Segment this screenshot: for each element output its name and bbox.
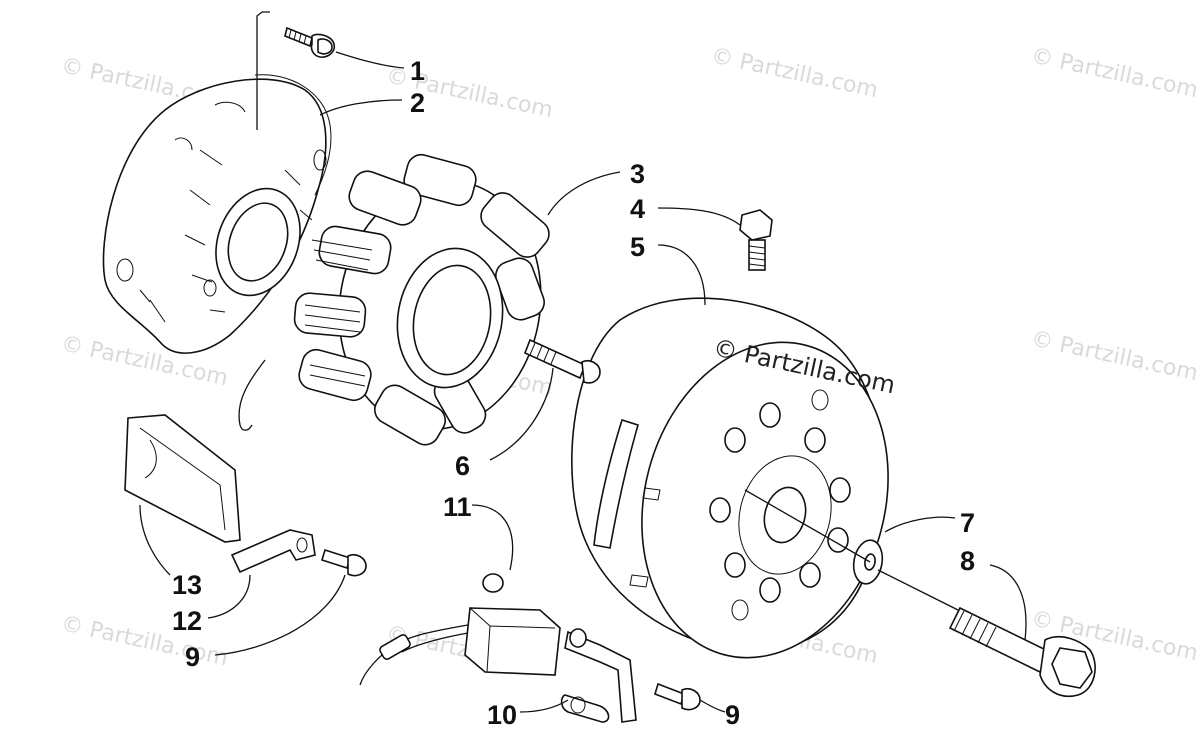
callout-1: 1 <box>410 56 425 86</box>
stator-icon <box>238 153 550 446</box>
callout-12: 12 <box>172 606 202 636</box>
watermark-text: © Partzilla.com <box>1029 43 1200 103</box>
stator-cover-icon <box>102 74 332 354</box>
bolt-icon <box>523 338 601 384</box>
callout-3: 3 <box>630 159 645 189</box>
callout-labels: 1 2 3 4 5 6 7 8 9 9 10 11 12 13 <box>172 56 975 730</box>
bracket-icon <box>560 628 637 723</box>
callout-9: 9 <box>185 642 200 672</box>
cdi-unit-icon <box>359 573 561 686</box>
bolt-icon <box>739 209 773 271</box>
watermark-text: © Partzilla.com <box>709 43 880 103</box>
callout-13: 13 <box>172 570 202 600</box>
flywheel-icon <box>571 297 889 659</box>
callout-7: 7 <box>960 508 975 538</box>
callout-5: 5 <box>630 232 645 262</box>
gasket-icon <box>124 414 241 543</box>
callout-10: 10 <box>487 700 517 730</box>
screw-icon <box>654 682 701 711</box>
callout-8: 8 <box>960 546 975 576</box>
leader-lines <box>139 11 1027 713</box>
bolt-icon <box>284 26 336 58</box>
watermark-text: © Partzilla.com <box>1029 326 1200 386</box>
callout-2: 2 <box>410 88 425 118</box>
callout-9: 9 <box>725 700 740 730</box>
washer-icon <box>852 539 884 585</box>
callout-4: 4 <box>630 194 645 224</box>
callout-6: 6 <box>455 451 470 481</box>
screw-icon <box>321 548 367 577</box>
bolt-icon <box>948 606 1096 697</box>
watermark-text: © Partzilla.com <box>59 611 230 671</box>
bracket-icon <box>230 529 316 574</box>
callout-11: 11 <box>443 492 472 522</box>
